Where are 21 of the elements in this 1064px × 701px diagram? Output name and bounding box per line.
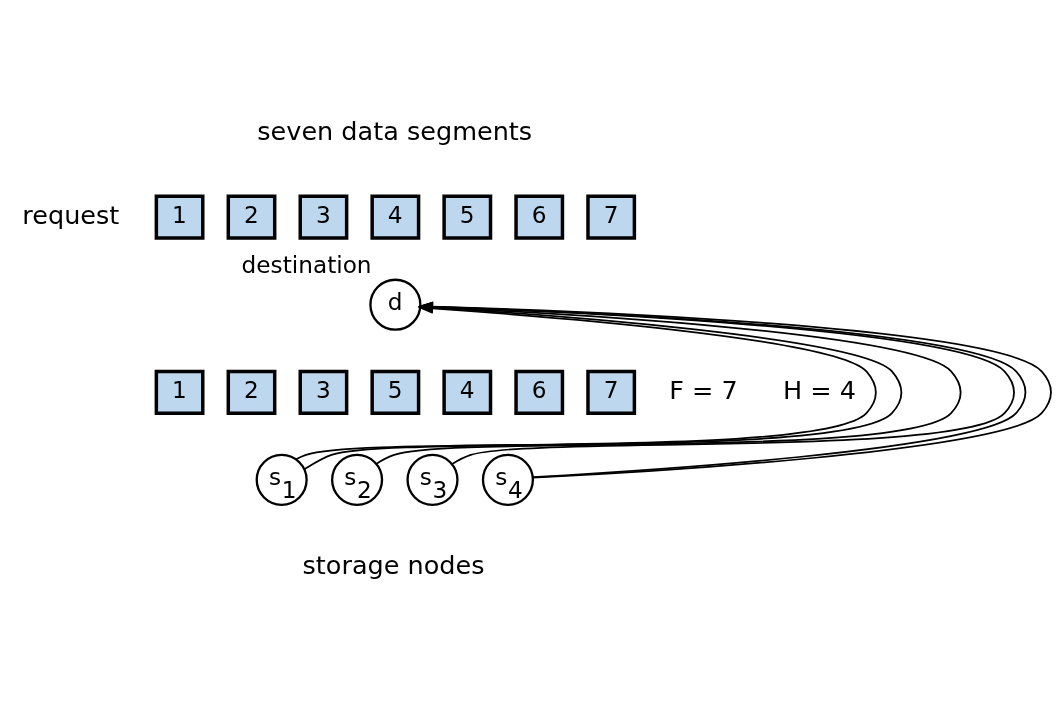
- label: request: [22, 199, 120, 230]
- label: H = 4: [782, 374, 856, 405]
- node-box: 2: [226, 194, 277, 240]
- node-label: destination: [241, 250, 372, 278]
- label: seven data segments: [257, 116, 533, 147]
- label: storage nodes: [302, 549, 485, 580]
- node-box: 5: [442, 194, 493, 240]
- node-box: 3: [298, 369, 349, 415]
- node-box: 6: [514, 194, 565, 240]
- node-box: 3: [298, 194, 349, 240]
- node-circle: d: [369, 278, 422, 331]
- node-box: 1: [154, 194, 205, 240]
- node-box: 4: [370, 194, 421, 240]
- node-box: 1: [154, 369, 205, 415]
- label: F = 7: [669, 374, 738, 405]
- node-box: 4: [442, 369, 493, 415]
- node-box: 7: [586, 369, 637, 415]
- node-box: 6: [514, 369, 565, 415]
- node-box: 7: [586, 194, 637, 240]
- node-box: 2: [226, 369, 277, 415]
- node-box: 5: [370, 369, 421, 415]
